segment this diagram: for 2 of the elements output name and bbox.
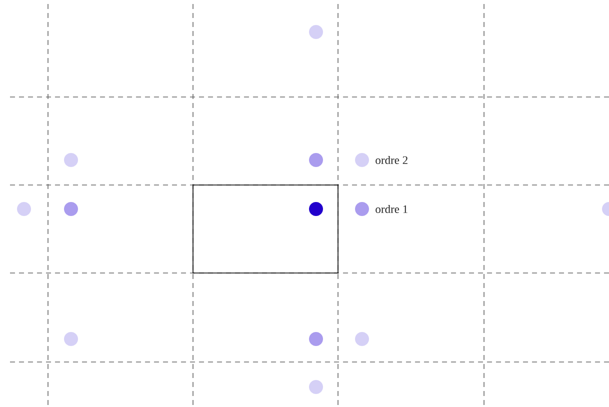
legend-label: ordre 1	[376, 204, 408, 214]
legend-label: ordre 2	[376, 156, 408, 164]
